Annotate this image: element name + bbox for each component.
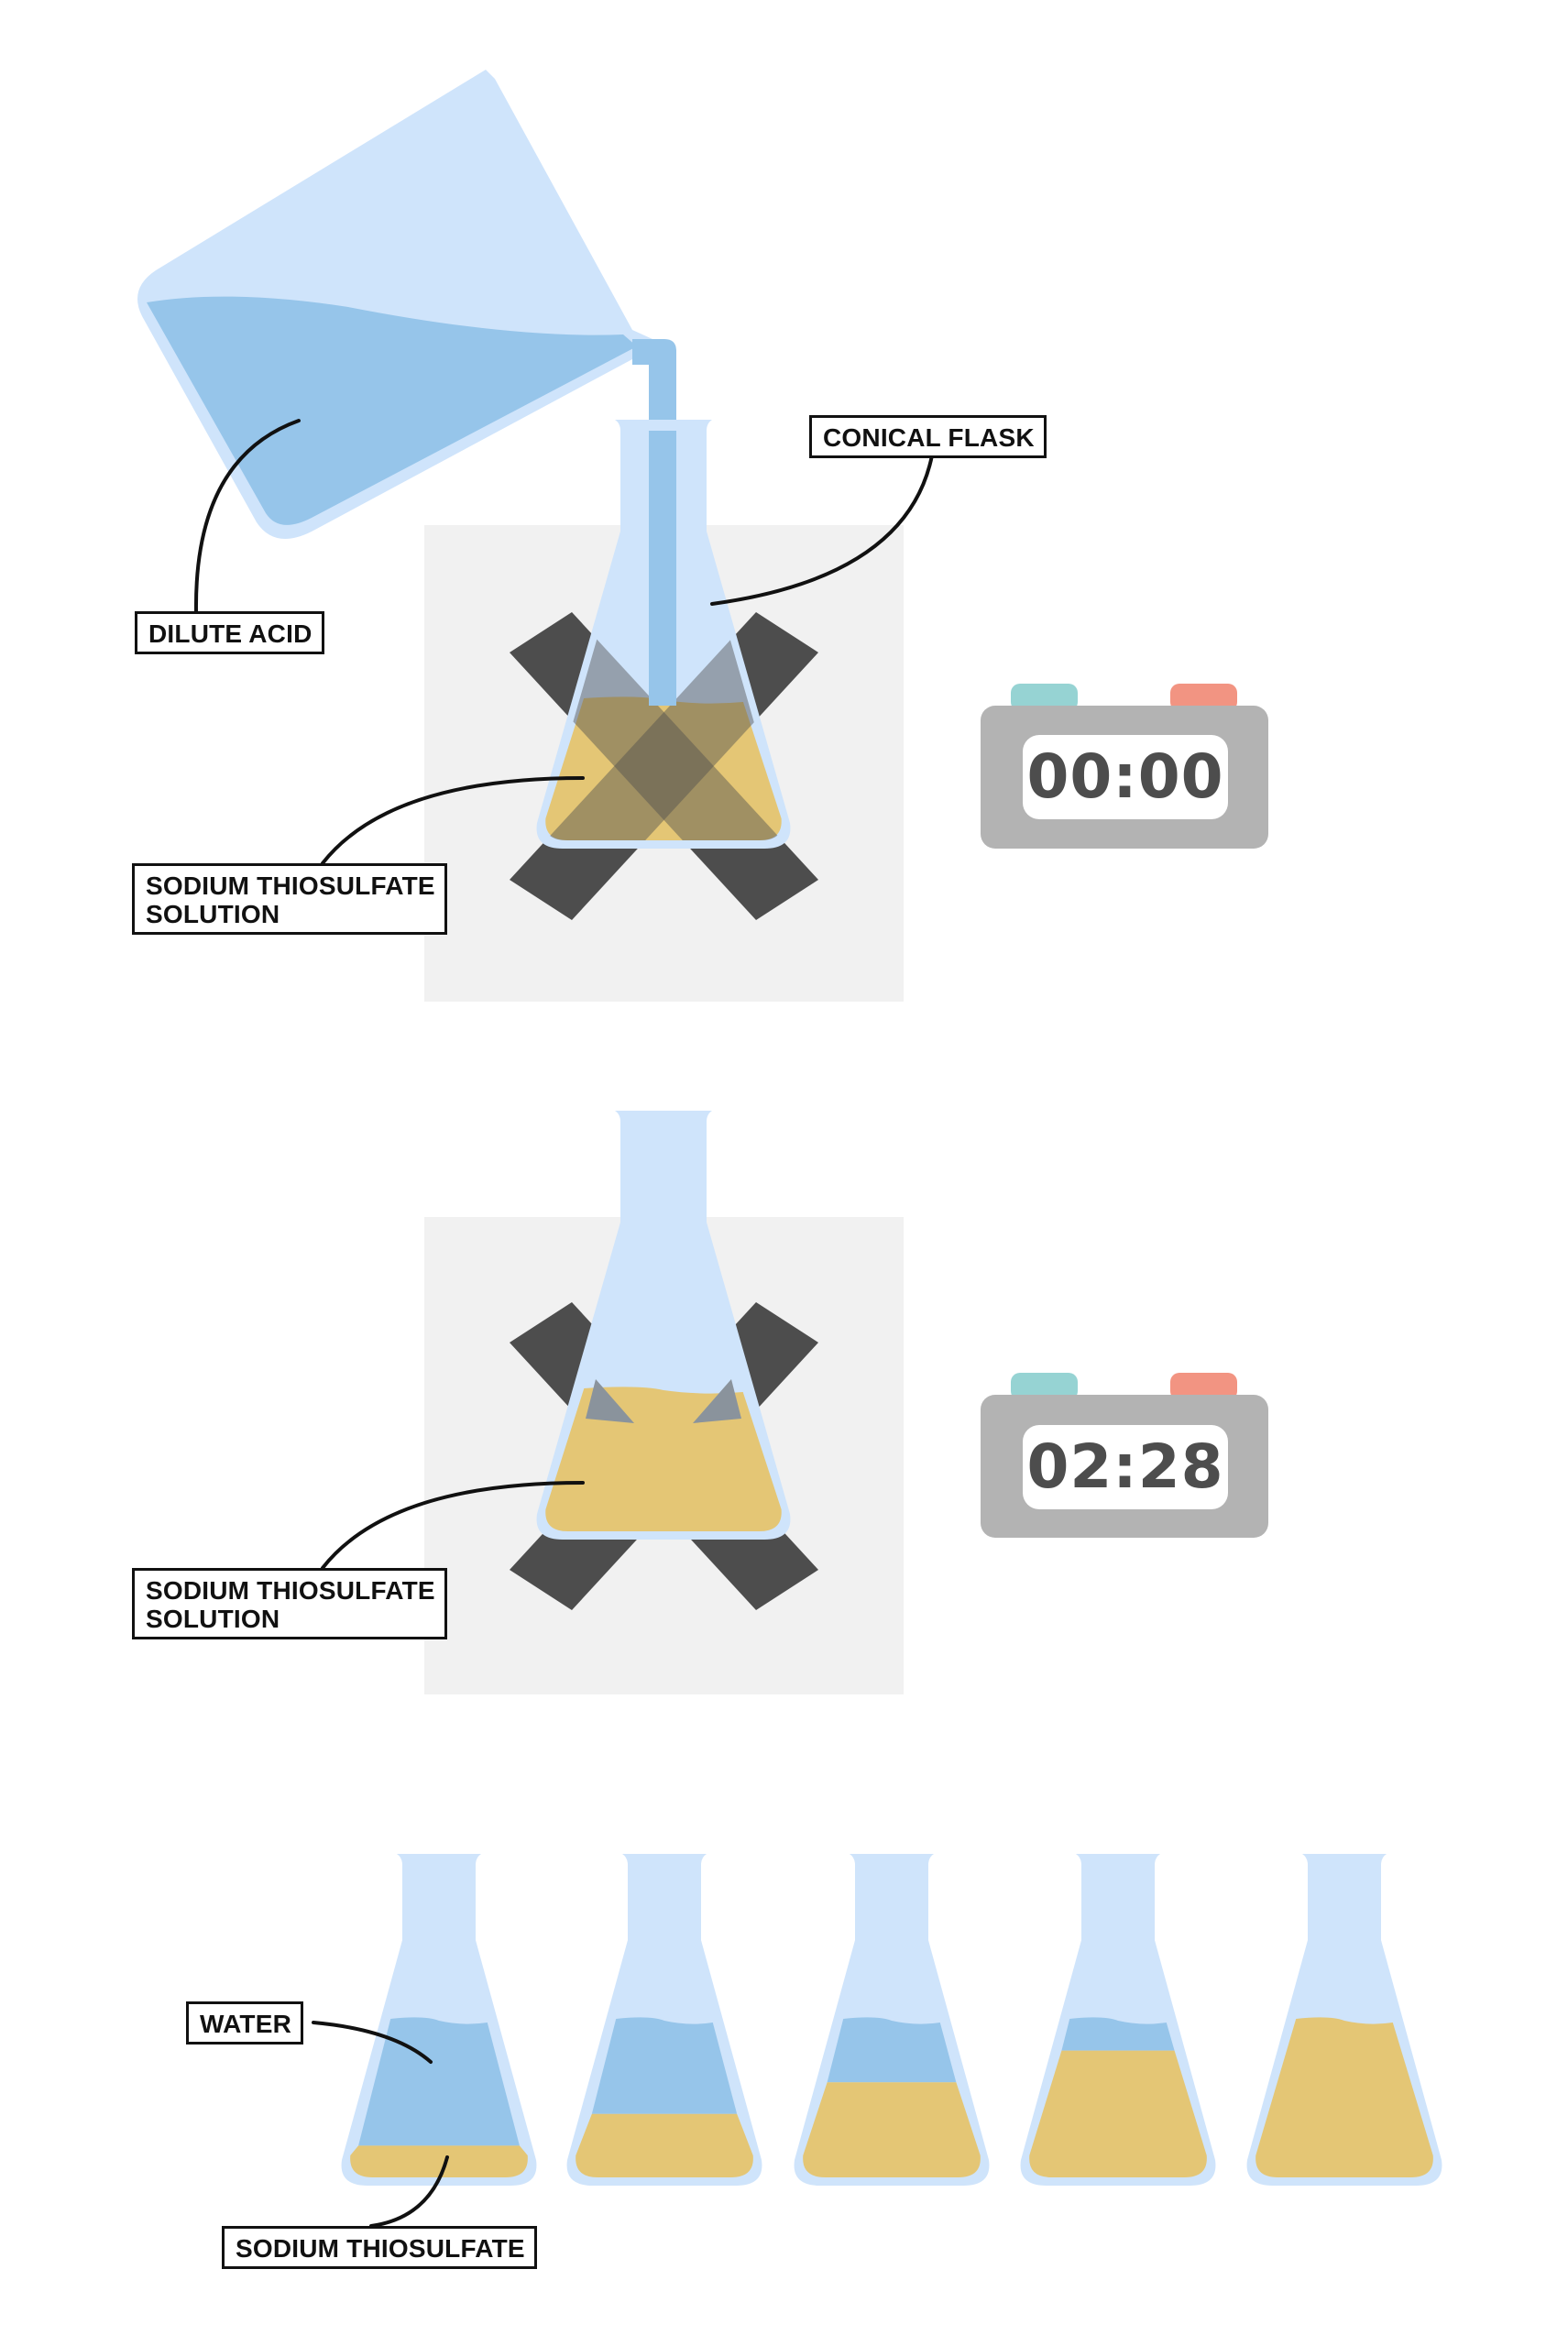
conical-flask xyxy=(536,420,791,849)
thiosulfate-layer xyxy=(1029,2050,1207,2177)
thiosulfate-layer xyxy=(1255,2017,1433,2177)
water-layer xyxy=(1061,2017,1175,2051)
timer-display: 02:28 xyxy=(1026,1431,1224,1502)
thiosulfate-layer xyxy=(576,2113,753,2177)
conical-flask xyxy=(536,1111,791,1540)
timer-screen xyxy=(1023,735,1228,819)
cross-through-flask xyxy=(544,612,783,840)
label-line: SOLUTION xyxy=(146,1605,280,1633)
timer-screen xyxy=(1023,1425,1228,1509)
water-layer xyxy=(591,2017,738,2114)
label-sodium-thiosulfate-solution: SODIUM THIOSULFATE SOLUTION xyxy=(132,863,447,935)
timer-display: 00:00 xyxy=(1026,741,1224,812)
thiosulfate-layer xyxy=(350,2145,528,2177)
label-water: WATER xyxy=(186,2001,304,2045)
stopwatch xyxy=(981,684,1268,849)
cross-through-glass xyxy=(586,1379,634,1423)
stop-button xyxy=(1170,684,1237,711)
label-line: SODIUM THIOSULFATE xyxy=(146,872,435,900)
dilution-flask xyxy=(794,1854,990,2186)
stage-1 xyxy=(137,70,1268,1002)
start-button xyxy=(1011,1373,1078,1400)
stopwatch xyxy=(981,1373,1268,1538)
label-line: SOLUTION xyxy=(146,900,280,928)
dilution-flask xyxy=(566,1854,762,2186)
leader-line-thiosulfate xyxy=(369,2155,449,2228)
label-line: SODIUM THIOSULFATE xyxy=(146,1576,435,1605)
label-dilute-acid: DILUTE ACID xyxy=(135,611,324,654)
water-layer xyxy=(827,2017,957,2083)
dilution-flask xyxy=(1020,1854,1216,2186)
cross-arm xyxy=(544,612,783,840)
cross-through-glass xyxy=(693,1379,741,1423)
dilution-flask xyxy=(341,1854,537,2186)
stage-2 xyxy=(321,1111,1268,1694)
label-conical-flask: CONICAL FLASK xyxy=(809,415,1047,458)
stop-button xyxy=(1170,1373,1237,1400)
dilution-series xyxy=(341,1854,1442,2186)
acid-stream xyxy=(649,431,676,706)
dilution-flask xyxy=(1246,1854,1442,2186)
leader-line-acid xyxy=(193,419,301,613)
water-layer xyxy=(358,2017,520,2146)
start-button xyxy=(1011,684,1078,711)
leader-line-water xyxy=(312,2021,433,2064)
leader-line-solution xyxy=(321,1481,585,1570)
cross-arm xyxy=(544,612,783,840)
label-sodium-thiosulfate: SODIUM THIOSULFATE xyxy=(222,2226,537,2269)
thiosulfate-solution xyxy=(545,696,782,840)
thiosulfate-layer xyxy=(803,2082,981,2177)
beaker-acid xyxy=(147,296,637,525)
leader-line-flask xyxy=(710,454,934,606)
leader-line-solution xyxy=(321,776,585,865)
label-sodium-thiosulfate-solution: SODIUM THIOSULFATE SOLUTION xyxy=(132,1568,447,1639)
thiosulfate-solution xyxy=(545,1387,782,1531)
